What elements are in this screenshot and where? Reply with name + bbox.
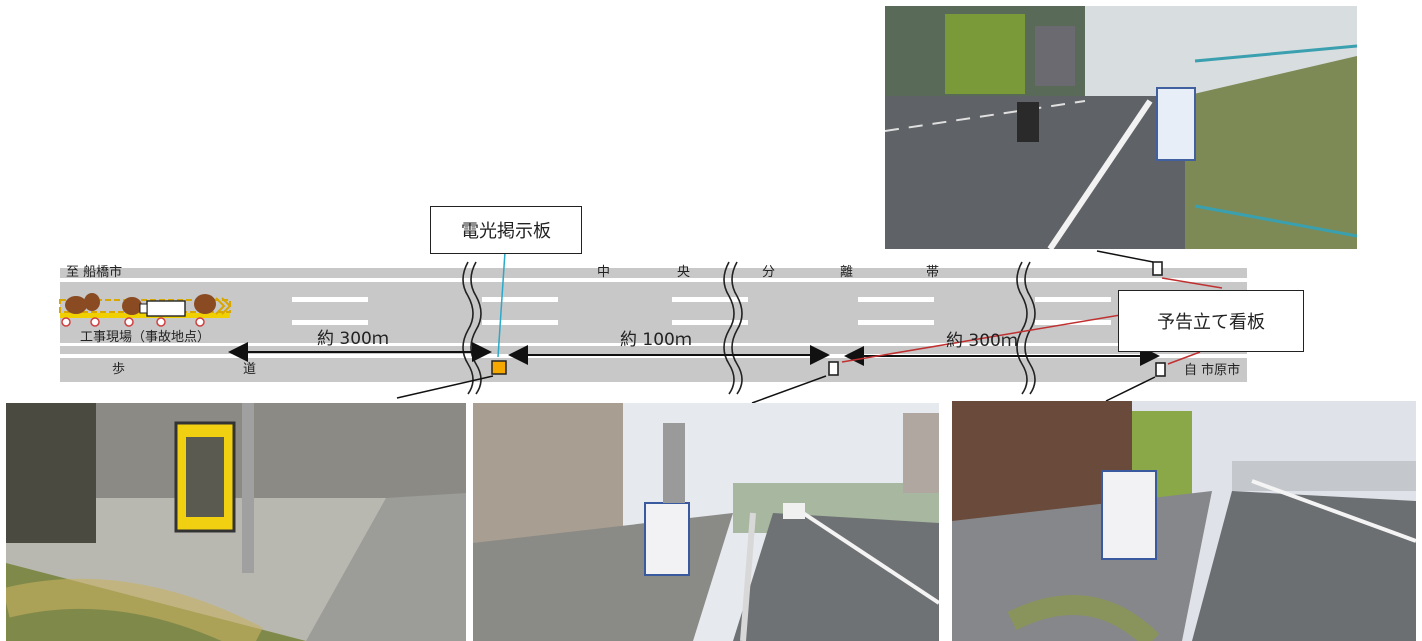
break-marks — [462, 261, 1036, 395]
distance-label-2: 約 100ｍ — [620, 330, 692, 350]
road-surface — [60, 268, 1247, 354]
photo-notice-board-top-right — [885, 6, 1357, 249]
work-site-symbol — [59, 293, 232, 327]
median-char-2: 央 — [677, 265, 691, 280]
sidewalk — [60, 358, 1247, 382]
median-char-4: 離 — [840, 265, 854, 280]
median-char-3: 分 — [762, 265, 776, 280]
median-char-1: 中 — [597, 265, 611, 280]
electric-sign-marker — [491, 360, 507, 375]
lane-edge-line — [60, 343, 1247, 346]
notice-sign-callout: 予告立て看板 — [1118, 290, 1304, 352]
distance-label-3: 約 300ｍ — [946, 331, 1018, 351]
electric-sign-callout: 電光掲示板 — [430, 206, 582, 254]
distance-arrows — [228, 342, 1160, 366]
photo-electric-sign — [6, 403, 466, 641]
median-strip — [60, 278, 1247, 282]
sidewalk-char-1: 歩 — [112, 362, 126, 377]
photo-notice-board-middle — [473, 403, 939, 641]
notice-board-marker-3 — [1152, 261, 1163, 276]
from-ichihara-label: 自 市原市 — [1184, 363, 1241, 378]
photo-notice-board-right — [952, 401, 1416, 641]
leader-notice-sign — [841, 277, 1223, 365]
notice-board-marker-2 — [1155, 362, 1166, 377]
to-funabashi-label: 至 船橋市 — [66, 265, 123, 280]
median-char-5: 帯 — [926, 265, 940, 280]
photo-leaders — [396, 250, 1156, 404]
sidewalk-char-2: 道 — [243, 362, 257, 377]
notice-board-marker-1 — [828, 361, 839, 376]
leader-electric-sign — [497, 251, 506, 358]
distance-label-1: 約 300ｍ — [317, 329, 389, 349]
work-site-label: 工事現場（事故地点） — [80, 330, 211, 345]
